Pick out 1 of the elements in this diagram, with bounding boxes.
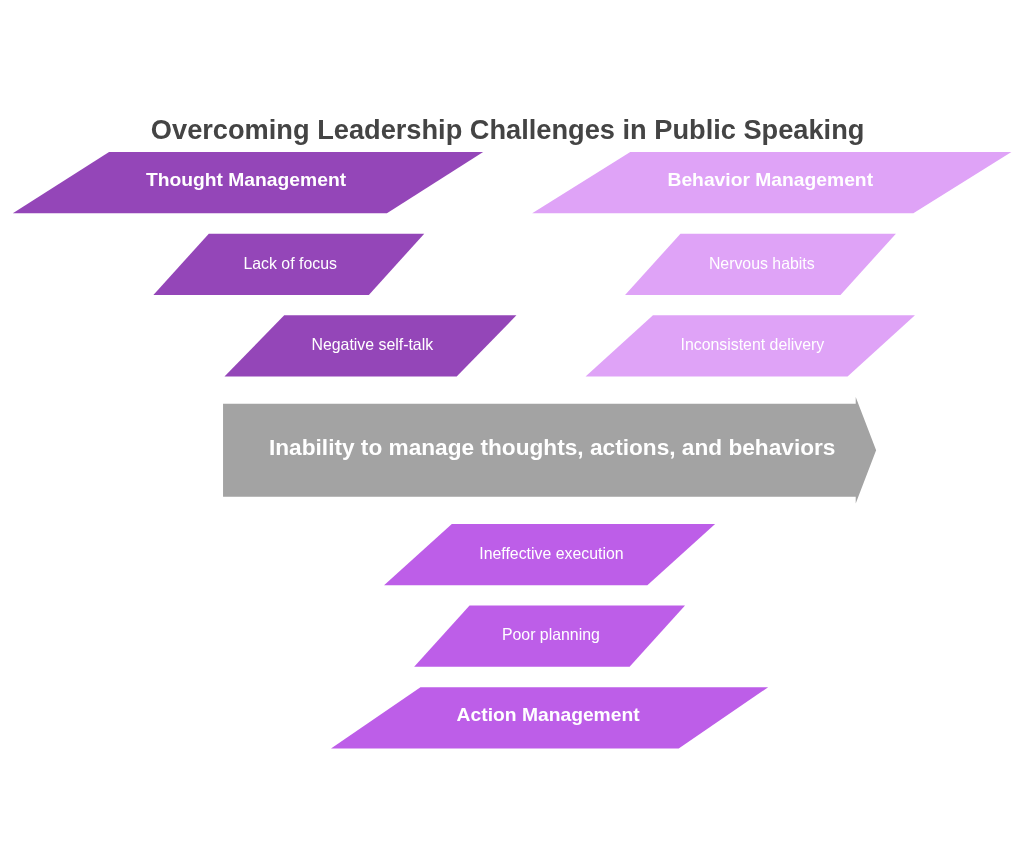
diagram-title: Overcoming Leadership Challenges in Public Speaking bbox=[150, 113, 865, 145]
